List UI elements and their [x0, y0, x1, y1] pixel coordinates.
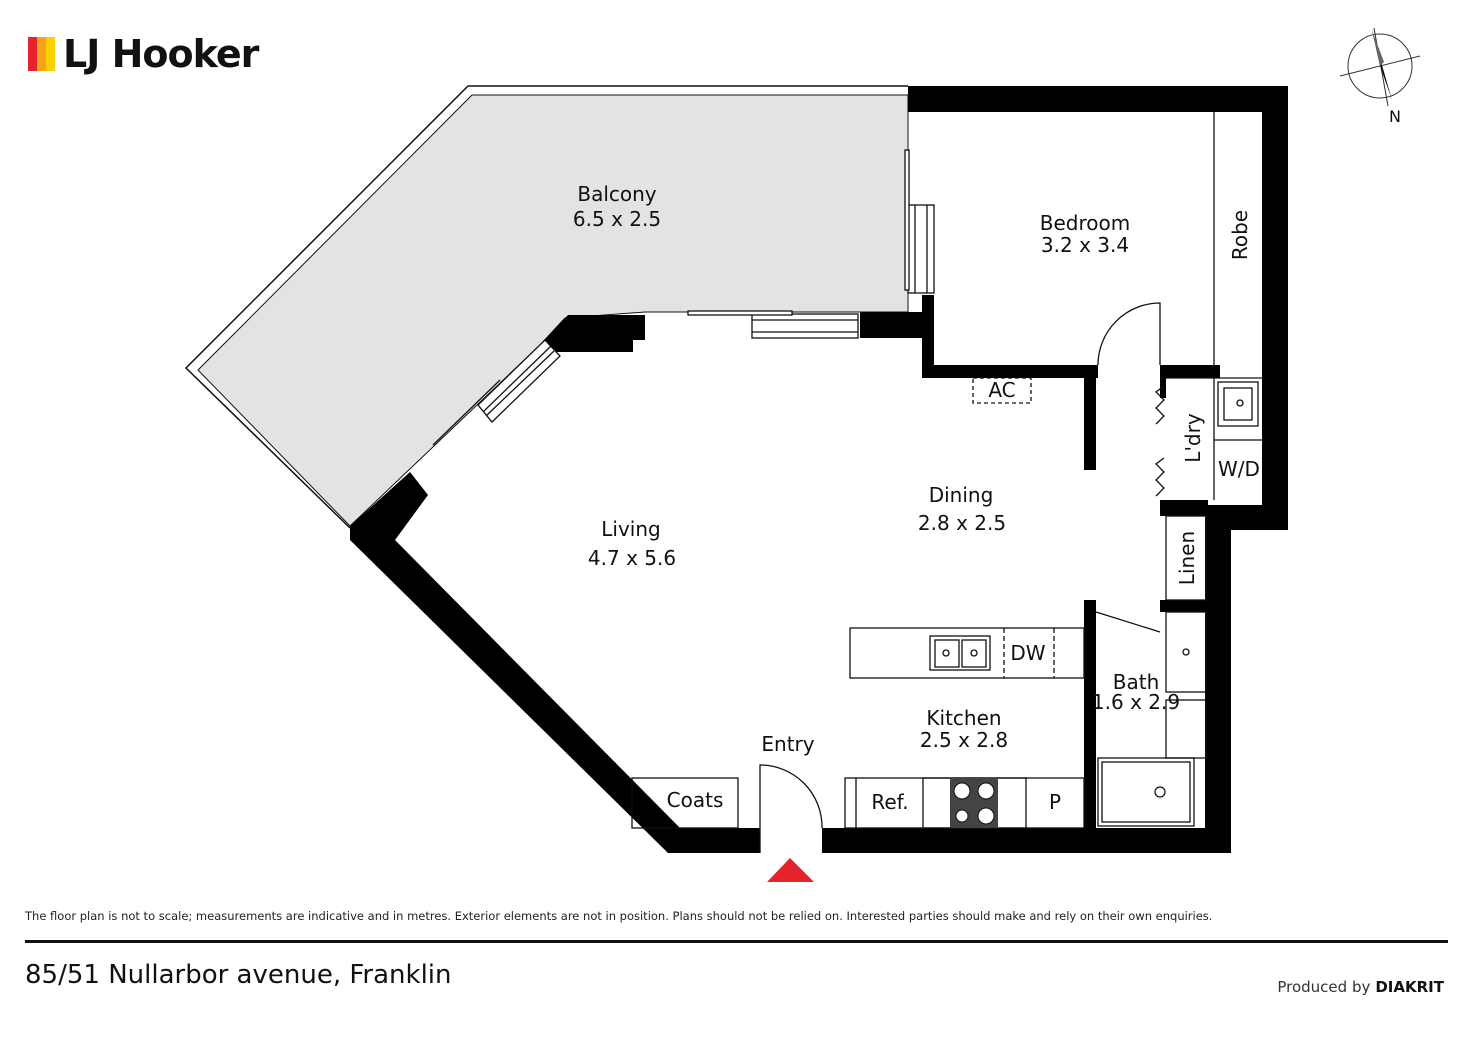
brand-mark-red: [28, 37, 37, 71]
lj-hooker-logo: LJ Hooker: [28, 30, 259, 78]
pantry-label: P: [1049, 790, 1061, 814]
disclaimer: The floor plan is not to scale; measurem…: [25, 909, 1213, 923]
producer-prefix: Produced by: [1277, 978, 1371, 996]
compass-icon: [1339, 27, 1421, 107]
wd-label: W/D: [1218, 457, 1260, 481]
balcony-label: Balcony: [577, 182, 656, 206]
dining-size: 2.8 x 2.5: [918, 511, 1006, 535]
linen-label: Linen: [1175, 531, 1199, 585]
bedroom-label: Bedroom: [1040, 211, 1130, 235]
entry-label: Entry: [761, 732, 814, 756]
balcony-outline: [184, 85, 908, 529]
brand-mark-orange: [37, 37, 46, 71]
ref-label: Ref.: [871, 790, 908, 814]
bath-label: Bath: [1113, 670, 1160, 694]
brand-name: LJ Hooker: [63, 32, 259, 76]
walls: [350, 86, 1288, 853]
ac-label: AC: [988, 378, 1015, 402]
bedroom-size: 3.2 x 3.4: [1041, 233, 1129, 257]
kitchen-size: 2.5 x 2.8: [920, 728, 1008, 752]
brand-mark-icon: [28, 37, 55, 71]
producer-name: DIAKRIT: [1375, 978, 1444, 996]
living-label: Living: [601, 517, 660, 541]
coats-label: Coats: [667, 788, 724, 812]
room-labels: Balcony 6.5 x 2.5 Bedroom 3.2 x 3.4 Robe…: [573, 182, 1260, 814]
cooktop: [950, 778, 998, 828]
balcony-size: 6.5 x 2.5: [573, 207, 661, 231]
bath-size: 1.6 x 2.9: [1092, 690, 1180, 714]
property-address: 85/51 Nullarbor avenue, Franklin: [25, 960, 452, 990]
brand-mark-yellow: [46, 37, 55, 71]
kitchen-label: Kitchen: [926, 706, 1001, 730]
balcony-floor: [197, 94, 909, 527]
floor-plan: N Balcony 6.5 x 2.5 Bedroom 3.2 x 3.4 Ro…: [184, 27, 1421, 882]
laundry-label: L'dry: [1181, 413, 1205, 463]
fixtures: [942, 399, 1244, 798]
dining-label: Dining: [929, 483, 994, 507]
living-size: 4.7 x 5.6: [588, 546, 676, 570]
robe-label: Robe: [1228, 210, 1252, 260]
footer-divider: [25, 940, 1448, 943]
dw-label: DW: [1010, 641, 1045, 665]
compass-label: N: [1389, 107, 1401, 126]
windows: [432, 149, 935, 446]
entry-arrow-icon: [767, 858, 814, 882]
